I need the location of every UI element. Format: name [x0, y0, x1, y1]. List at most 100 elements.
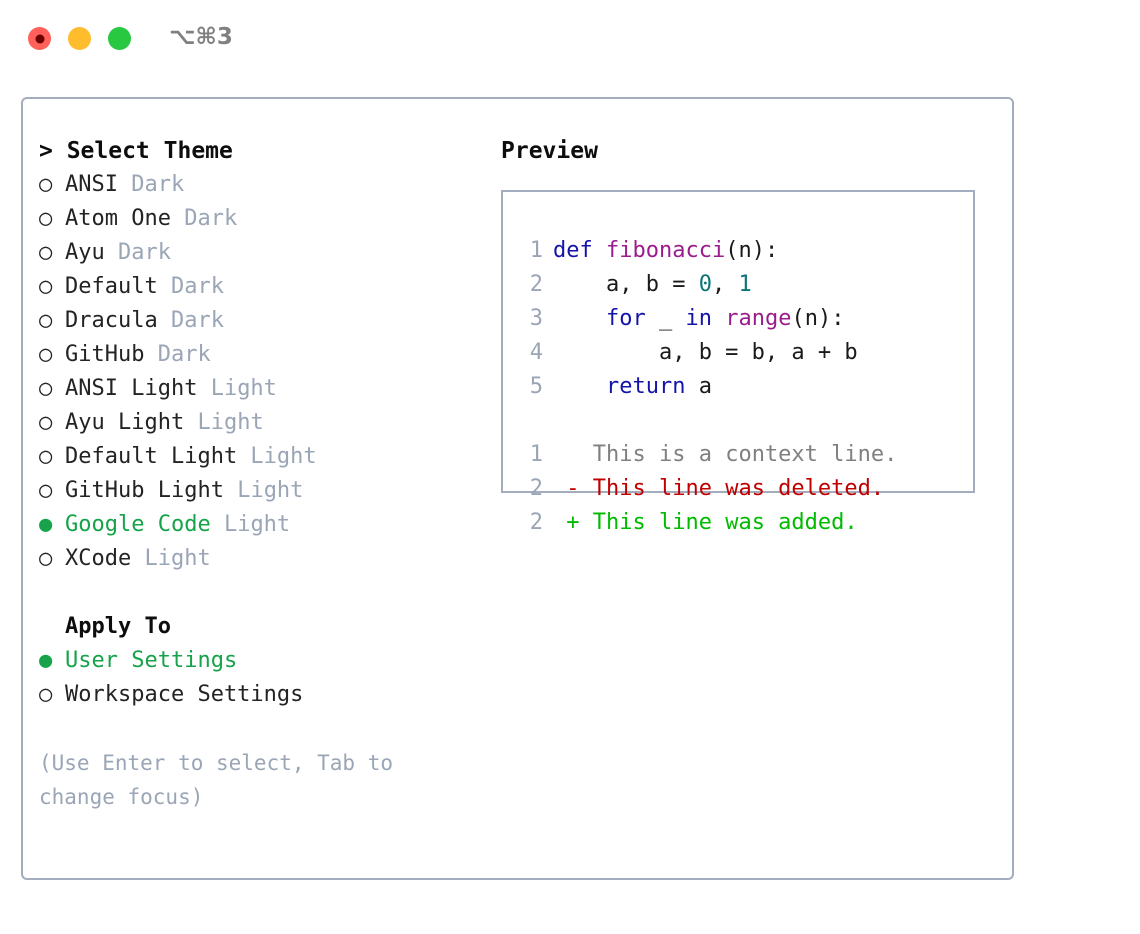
- theme-item-variant: Light: [223, 478, 304, 503]
- title-bar: ⌥⌘3: [0, 0, 1140, 78]
- apply-to-item[interactable]: ○ Workspace Settings: [39, 678, 489, 712]
- theme-picker-header: > Select Theme: [39, 138, 233, 164]
- code-line: 4 a, b = b, a + b: [515, 336, 973, 370]
- line-number: 4: [529, 340, 543, 365]
- diff-sample: 1 This is a context line. 2 - This line w…: [515, 438, 973, 540]
- apply-to-header: Apply To: [65, 614, 171, 639]
- apply-to-group: Apply To ●User Settings ○ Workspace Settin…: [39, 610, 489, 712]
- preview-title: Preview: [501, 138, 598, 164]
- theme-item-name: ANSI: [65, 172, 118, 197]
- line-number: 5: [529, 374, 543, 399]
- radio-unselected-icon: ○: [39, 206, 53, 231]
- theme-item-name: Default Light: [65, 444, 238, 469]
- diff-sign: [553, 442, 593, 467]
- theme-item[interactable]: ○ GitHub Dark: [39, 338, 489, 372]
- theme-item[interactable]: ○ Atom One Dark: [39, 202, 489, 236]
- radio-unselected-icon: ○: [39, 546, 53, 571]
- theme-picker: > Select Theme ○ANSI Dark○Atom One Dark○…: [39, 134, 489, 814]
- content-panel: > Select Theme ○ANSI Dark○Atom One Dark○…: [21, 97, 1014, 880]
- theme-item-variant: Light: [197, 376, 277, 401]
- radio-unselected-icon: ○: [39, 240, 53, 265]
- theme-item-name: Dracula: [65, 308, 158, 333]
- diff-text: This line was deleted.: [592, 476, 885, 501]
- theme-item-variant: Dark: [157, 274, 224, 299]
- theme-item-name: Google Code: [65, 512, 211, 537]
- diff-sign: +: [553, 510, 593, 535]
- diff-text: This is a context line.: [592, 442, 898, 467]
- theme-item-name: Ayu: [65, 240, 105, 265]
- theme-item[interactable]: ○ ANSI Dark: [39, 168, 489, 202]
- theme-item[interactable]: ○GitHub Light Light: [39, 474, 489, 508]
- theme-item[interactable]: ○ Dracula Dark: [39, 304, 489, 338]
- theme-item[interactable]: ○ Default Light Light: [39, 440, 489, 474]
- theme-item-name: Default: [65, 274, 158, 299]
- theme-item-variant: Light: [184, 410, 264, 435]
- theme-item[interactable]: ○Ayu Light Light: [39, 406, 489, 440]
- code-line: 2 a, b = 0, 1: [515, 268, 973, 302]
- theme-item-variant: Light: [210, 512, 291, 537]
- theme-item-name: GitHub Light: [65, 478, 224, 503]
- code-token-num: 1: [738, 272, 752, 297]
- code-line: 3 for _ in range(n):: [515, 302, 973, 336]
- line-number: 2: [529, 510, 543, 535]
- code-token-fn: range: [725, 306, 792, 331]
- code-diff-spacer: [515, 404, 973, 438]
- code-token-kw: def: [553, 238, 606, 263]
- code-token-plain: a, b = b, a + b: [553, 340, 858, 365]
- line-number: 3: [529, 306, 543, 331]
- theme-item-variant: Dark: [144, 342, 211, 367]
- code-token-plain: _: [645, 306, 686, 331]
- minimize-button[interactable]: [68, 27, 91, 50]
- theme-item-variant: Dark: [157, 308, 224, 333]
- radio-unselected-icon: ○: [39, 342, 53, 367]
- theme-item-variant: Dark: [170, 206, 238, 231]
- diff-sign: -: [553, 476, 593, 501]
- diff-line: 2 + This line was added.: [515, 506, 973, 540]
- theme-item[interactable]: ○ ANSI Light Light: [39, 372, 489, 406]
- apply-to-item-label: Workspace Settings: [65, 682, 304, 707]
- close-button[interactable]: [28, 27, 51, 50]
- line-number: 2: [529, 272, 543, 297]
- code-token-plain: [553, 374, 606, 399]
- theme-item-variant: Dark: [104, 240, 171, 265]
- theme-item[interactable]: ● Google Code Light: [39, 508, 489, 542]
- code-token-plain: (n):: [725, 238, 779, 263]
- radio-selected-icon: ●: [39, 512, 53, 537]
- radio-unselected-icon: ○: [39, 308, 53, 333]
- apply-to-item[interactable]: ●User Settings: [39, 644, 489, 678]
- keyboard-hint: (Use Enter to select, Tab to change focu…: [39, 751, 406, 809]
- theme-item[interactable]: ○ Default Dark: [39, 270, 489, 304]
- theme-item[interactable]: ○XCode Light: [39, 542, 489, 576]
- theme-item-name: ANSI Light: [65, 376, 198, 401]
- theme-item[interactable]: ○ Ayu Dark: [39, 236, 489, 270]
- diff-text: This line was added.: [592, 510, 858, 535]
- theme-item-name: GitHub: [65, 342, 145, 367]
- code-token-plain: ,: [711, 272, 739, 297]
- code-token-kw: for: [605, 306, 646, 331]
- diff-line: 1 This is a context line.: [515, 438, 973, 472]
- line-number: 1: [529, 442, 543, 467]
- theme-item-name: Ayu Light: [65, 410, 185, 435]
- code-token-plain: a: [685, 374, 712, 399]
- theme-item-variant: Dark: [117, 172, 185, 197]
- apply-to-list: ●User Settings ○ Workspace Settings: [39, 644, 489, 712]
- radio-unselected-icon: ○: [39, 376, 53, 401]
- theme-item-name: XCode: [65, 546, 132, 571]
- apply-to-item-label: User Settings: [65, 648, 238, 673]
- code-token-plain: [553, 306, 606, 331]
- radio-unselected-icon: ○: [39, 682, 53, 707]
- zoom-button[interactable]: [108, 27, 131, 50]
- radio-unselected-icon: ○: [39, 444, 53, 469]
- code-token-plain: (n):: [791, 306, 845, 331]
- radio-unselected-icon: ○: [39, 274, 53, 299]
- line-number: 2: [529, 476, 543, 501]
- theme-item-name: Atom One: [65, 206, 171, 231]
- radio-unselected-icon: ○: [39, 172, 53, 197]
- window-title: ⌥⌘3: [169, 24, 233, 50]
- code-token-num: 0: [698, 272, 712, 297]
- theme-item-variant: Light: [237, 444, 317, 469]
